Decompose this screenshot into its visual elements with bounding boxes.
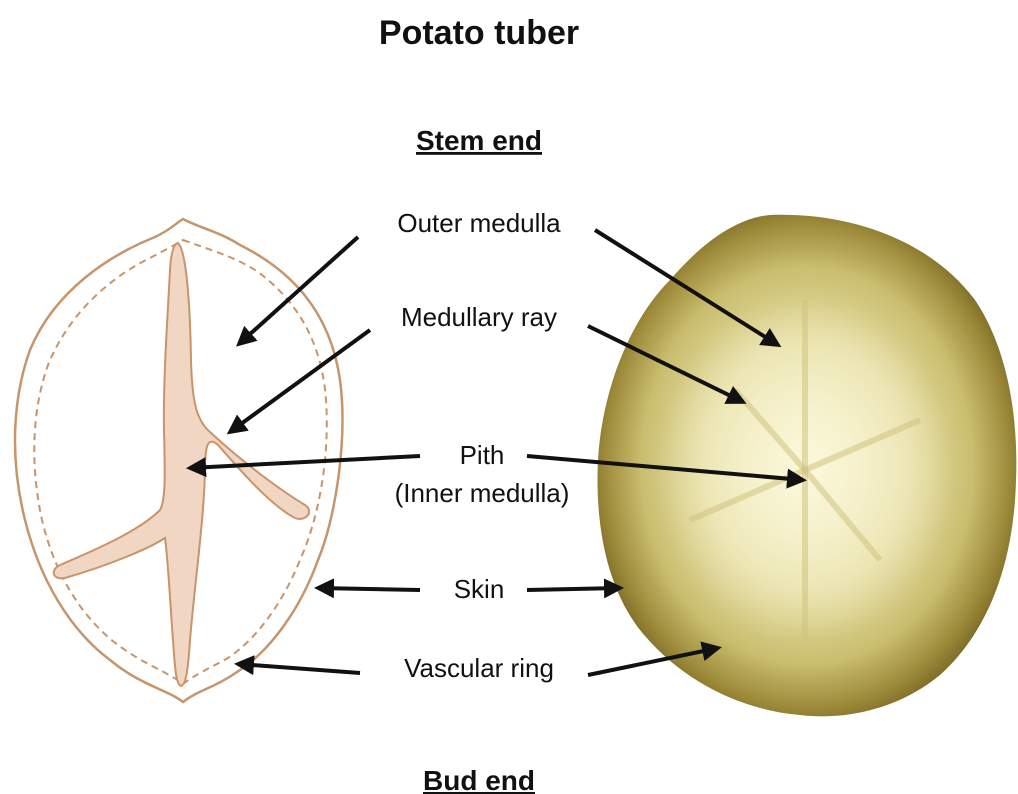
arrow-vascular-ring-left	[238, 664, 360, 673]
bud-end-heading: Bud end	[423, 765, 535, 794]
arrow-pith-left	[190, 456, 420, 468]
diagram-title: Potato tuber	[379, 14, 579, 52]
label-skin: Skin	[454, 574, 505, 604]
tuber-photo	[597, 215, 1016, 717]
arrow-skin-right	[527, 588, 620, 590]
arrow-medullary-ray-left	[230, 330, 370, 432]
label-outer-medulla: Outer medulla	[397, 208, 561, 238]
label-pith: Pith	[460, 440, 505, 470]
label-medullary-ray: Medullary ray	[401, 302, 557, 332]
arrow-skin-left	[318, 588, 420, 590]
label-vascular-ring: Vascular ring	[404, 653, 554, 683]
tuber-schematic	[15, 219, 342, 702]
stem-end-heading: Stem end	[416, 125, 542, 156]
label-inner-medulla: (Inner medulla)	[395, 478, 570, 508]
